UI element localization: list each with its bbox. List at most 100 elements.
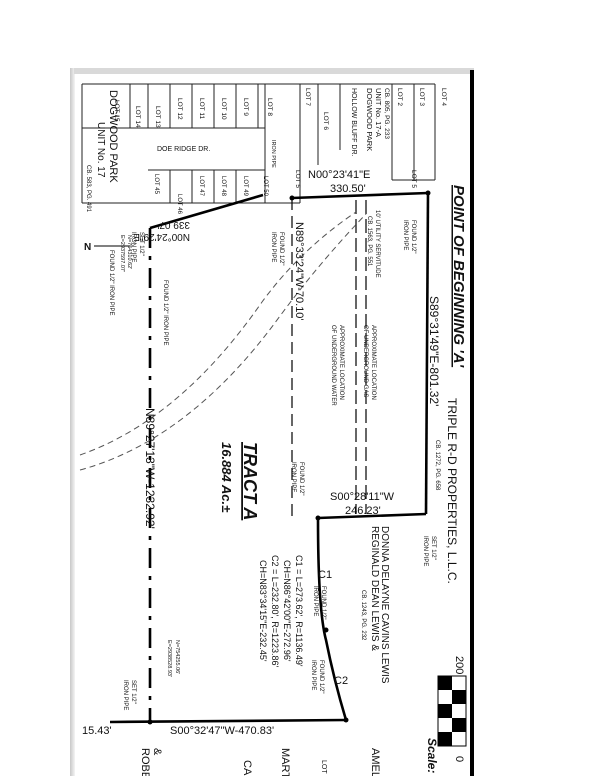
subdivision-upper-unit: UNIT No. 17-A bbox=[374, 88, 383, 137]
found-pipe-e: FOUND 1/2" bbox=[298, 462, 304, 495]
set-pipe-e: SET 1/2" bbox=[130, 680, 136, 704]
lot-label: LOT 50 bbox=[262, 176, 268, 197]
bearing-south: S00°32'47"W-470.83' bbox=[170, 725, 274, 737]
curve-c2-line2: CH=N83°34'15"E-232.45' bbox=[258, 560, 268, 662]
lot-label: LOT 49 bbox=[242, 176, 248, 197]
found-pipe-a: FOUND 1/2" bbox=[410, 220, 416, 253]
lots-upper: LOT 2 LOT 3 LOT 4 LOT 7 LOT 6 LOT 5 LOT … bbox=[294, 88, 447, 188]
coord-1-e: E=2937597.07' bbox=[119, 235, 125, 272]
lot-label: LOT 48 bbox=[220, 176, 226, 197]
scan-edge-shadow bbox=[70, 68, 75, 776]
subdivision-lower-name: DOGWOOD PARK bbox=[107, 90, 119, 183]
utility-note-1: 10' UTILITY SERVITUDE bbox=[374, 210, 380, 278]
lot-label: LOT 6 bbox=[322, 112, 329, 130]
scale-0: 0 bbox=[453, 756, 465, 762]
subdivision-lower-unit: UNIT No. 17 bbox=[95, 122, 106, 178]
tract-title: TRACT A bbox=[240, 442, 260, 520]
lot-label: LOT 2 bbox=[396, 88, 403, 106]
subdivision-lower-ref: CB. 583, PG. 491 bbox=[85, 165, 91, 213]
found-pipe-c: FOUND 1/2" bbox=[278, 232, 284, 265]
lot-label: LOT 15 bbox=[113, 100, 120, 122]
lot-label: LOT 5 bbox=[410, 170, 417, 188]
found-pipe-j: IRON PIPE bbox=[310, 660, 316, 690]
bottom-mid-owner: MART bbox=[279, 748, 291, 776]
set-pipe-d: IRON PIPE bbox=[130, 232, 136, 262]
gas-note-1: APPROXIMATE LOCATION bbox=[370, 325, 376, 400]
tract-area: 16.884 Ac.± bbox=[219, 442, 234, 513]
distance-lot-line: 339.07' bbox=[157, 219, 190, 230]
set-pipe-a: SET 1/2" bbox=[430, 536, 436, 560]
utility-note-2: CB. 1563, PG. 551 bbox=[366, 216, 372, 267]
lot-label: LOT 5 bbox=[294, 170, 301, 188]
lot-label: LOT 7 bbox=[304, 88, 311, 106]
found-pipe-g: FOUND 1/2" bbox=[320, 586, 326, 619]
tract-boundary bbox=[109, 191, 430, 724]
set-pipe-b: IRON PIPE bbox=[422, 536, 428, 566]
distance-north-top: 330.50' bbox=[330, 183, 366, 195]
curve-c1-line2: CH=N86°42'00"E-272.96' bbox=[282, 560, 292, 662]
coord-2-n: N=754255.06' bbox=[174, 640, 180, 674]
set-pipe-c: SET 1/2" bbox=[138, 232, 144, 256]
bottom-left-amp: & bbox=[151, 748, 163, 756]
lot-label: LOT 4 bbox=[440, 88, 447, 106]
bearing-jog: S00°28'11"W bbox=[330, 491, 395, 503]
coord-2-e: E=2938528.93' bbox=[166, 640, 172, 677]
found-pipe-lower: FOUND 1/2" IRON PIPE bbox=[108, 250, 114, 315]
owner-north: TRIPLE R-D PROPERTIES, L.L.C. bbox=[445, 398, 459, 584]
bottom-lot: LOT bbox=[320, 760, 327, 774]
set-pipe-f: IRON PIPE bbox=[122, 680, 128, 710]
bearing-east-long: S89°31'49"E-801.32' bbox=[427, 296, 441, 406]
scan-top-band bbox=[74, 68, 474, 74]
found-pipe-long: FOUND 1/2" IRON PIPE bbox=[162, 280, 168, 345]
curve-c1: C1 bbox=[318, 569, 332, 581]
lots-left: LOT 15 LOT 14 LOT 13 LOT 12 LOT 11 LOT 1… bbox=[113, 98, 273, 128]
bearing-west-long: N89°27'13"W-1232.92' bbox=[143, 408, 157, 529]
road-hollow-bluff: HOLLOW BLUFF DR. bbox=[350, 88, 357, 157]
lots-small: LOT 45 LOT 46 LOT 47 LOT 48 LOT 49 LOT 5… bbox=[153, 140, 276, 215]
found-pipe-i: FOUND 1/2" bbox=[318, 660, 324, 693]
subdivision-upper: DOGWOOD PARK UNIT No. 17-A CB. 805, PG. … bbox=[365, 88, 390, 151]
curve-c2: C2 bbox=[334, 675, 348, 687]
found-pipe-f: IRON PIPE bbox=[290, 462, 296, 492]
bottom-left-owner: ROBE bbox=[139, 748, 151, 776]
road-doe-ridge: DOE RIDGE DR. bbox=[157, 146, 210, 153]
lot-label: LOT 14 bbox=[134, 106, 141, 128]
lot-label: LOT 46 bbox=[176, 194, 182, 215]
bottom-mid-second: CA bbox=[241, 760, 253, 776]
lot-label: LOT 12 bbox=[176, 98, 183, 120]
found-pipe-h: IRON PIPE bbox=[312, 586, 318, 616]
water-note-2: OF UNDERGROUND WATER bbox=[330, 325, 336, 406]
found-pipe-b: IRON PIPE bbox=[402, 220, 408, 250]
easement-curves bbox=[79, 211, 367, 471]
north-label: N bbox=[84, 242, 91, 253]
subdivision-upper-ref: CB. 805, PG. 233 bbox=[383, 88, 390, 139]
scale-label: Scale: bbox=[425, 738, 439, 773]
bearing-lot-line: N00°24'29"E bbox=[133, 231, 190, 242]
lot-label: LOT 11 bbox=[198, 98, 205, 119]
curve-c1-line1: C1 = L=273.62', R=1136.49' bbox=[294, 555, 304, 667]
pipe-markers bbox=[147, 190, 431, 725]
water-note-1: APPROXIMATE LOCATION bbox=[338, 325, 344, 400]
owner-east-line2: DONNA DELAYNE CAVINS LEWIS bbox=[379, 526, 390, 684]
bottom-right-owner: AMELI bbox=[369, 748, 381, 776]
lot-label: LOT 3 bbox=[418, 88, 425, 106]
found-pipe-d: IRON PIPE bbox=[270, 232, 276, 262]
upper-lot-strip bbox=[81, 83, 436, 204]
interior-lines bbox=[291, 198, 367, 520]
lot-label: LOT 13 bbox=[154, 106, 161, 128]
lot-label: LOT 9 bbox=[242, 98, 249, 116]
subdivision-upper-name: DOGWOOD PARK bbox=[365, 88, 374, 151]
lot-label: LOT 45 bbox=[153, 174, 159, 195]
lot-label: LOT 10 bbox=[220, 98, 227, 120]
scale-bar bbox=[437, 675, 467, 747]
bearing-diagonal: N89°33'24"W-70.10' bbox=[293, 222, 305, 321]
point-of-beginning: POINT OF BEGINNING 'A' bbox=[450, 185, 467, 368]
lot-label: LOT 47 bbox=[198, 176, 204, 197]
subdivision-lower: DOGWOOD PARK UNIT No. 17 CB. 583, PG. 49… bbox=[85, 90, 119, 213]
owner-east-line1: REGINALD DEAN LEWIS & bbox=[369, 526, 380, 651]
distance-south-left: 15.43' bbox=[82, 725, 112, 737]
owner-east-ref: CB. 1243, PG. 232 bbox=[360, 590, 366, 641]
distance-jog: 246.23' bbox=[345, 505, 381, 517]
